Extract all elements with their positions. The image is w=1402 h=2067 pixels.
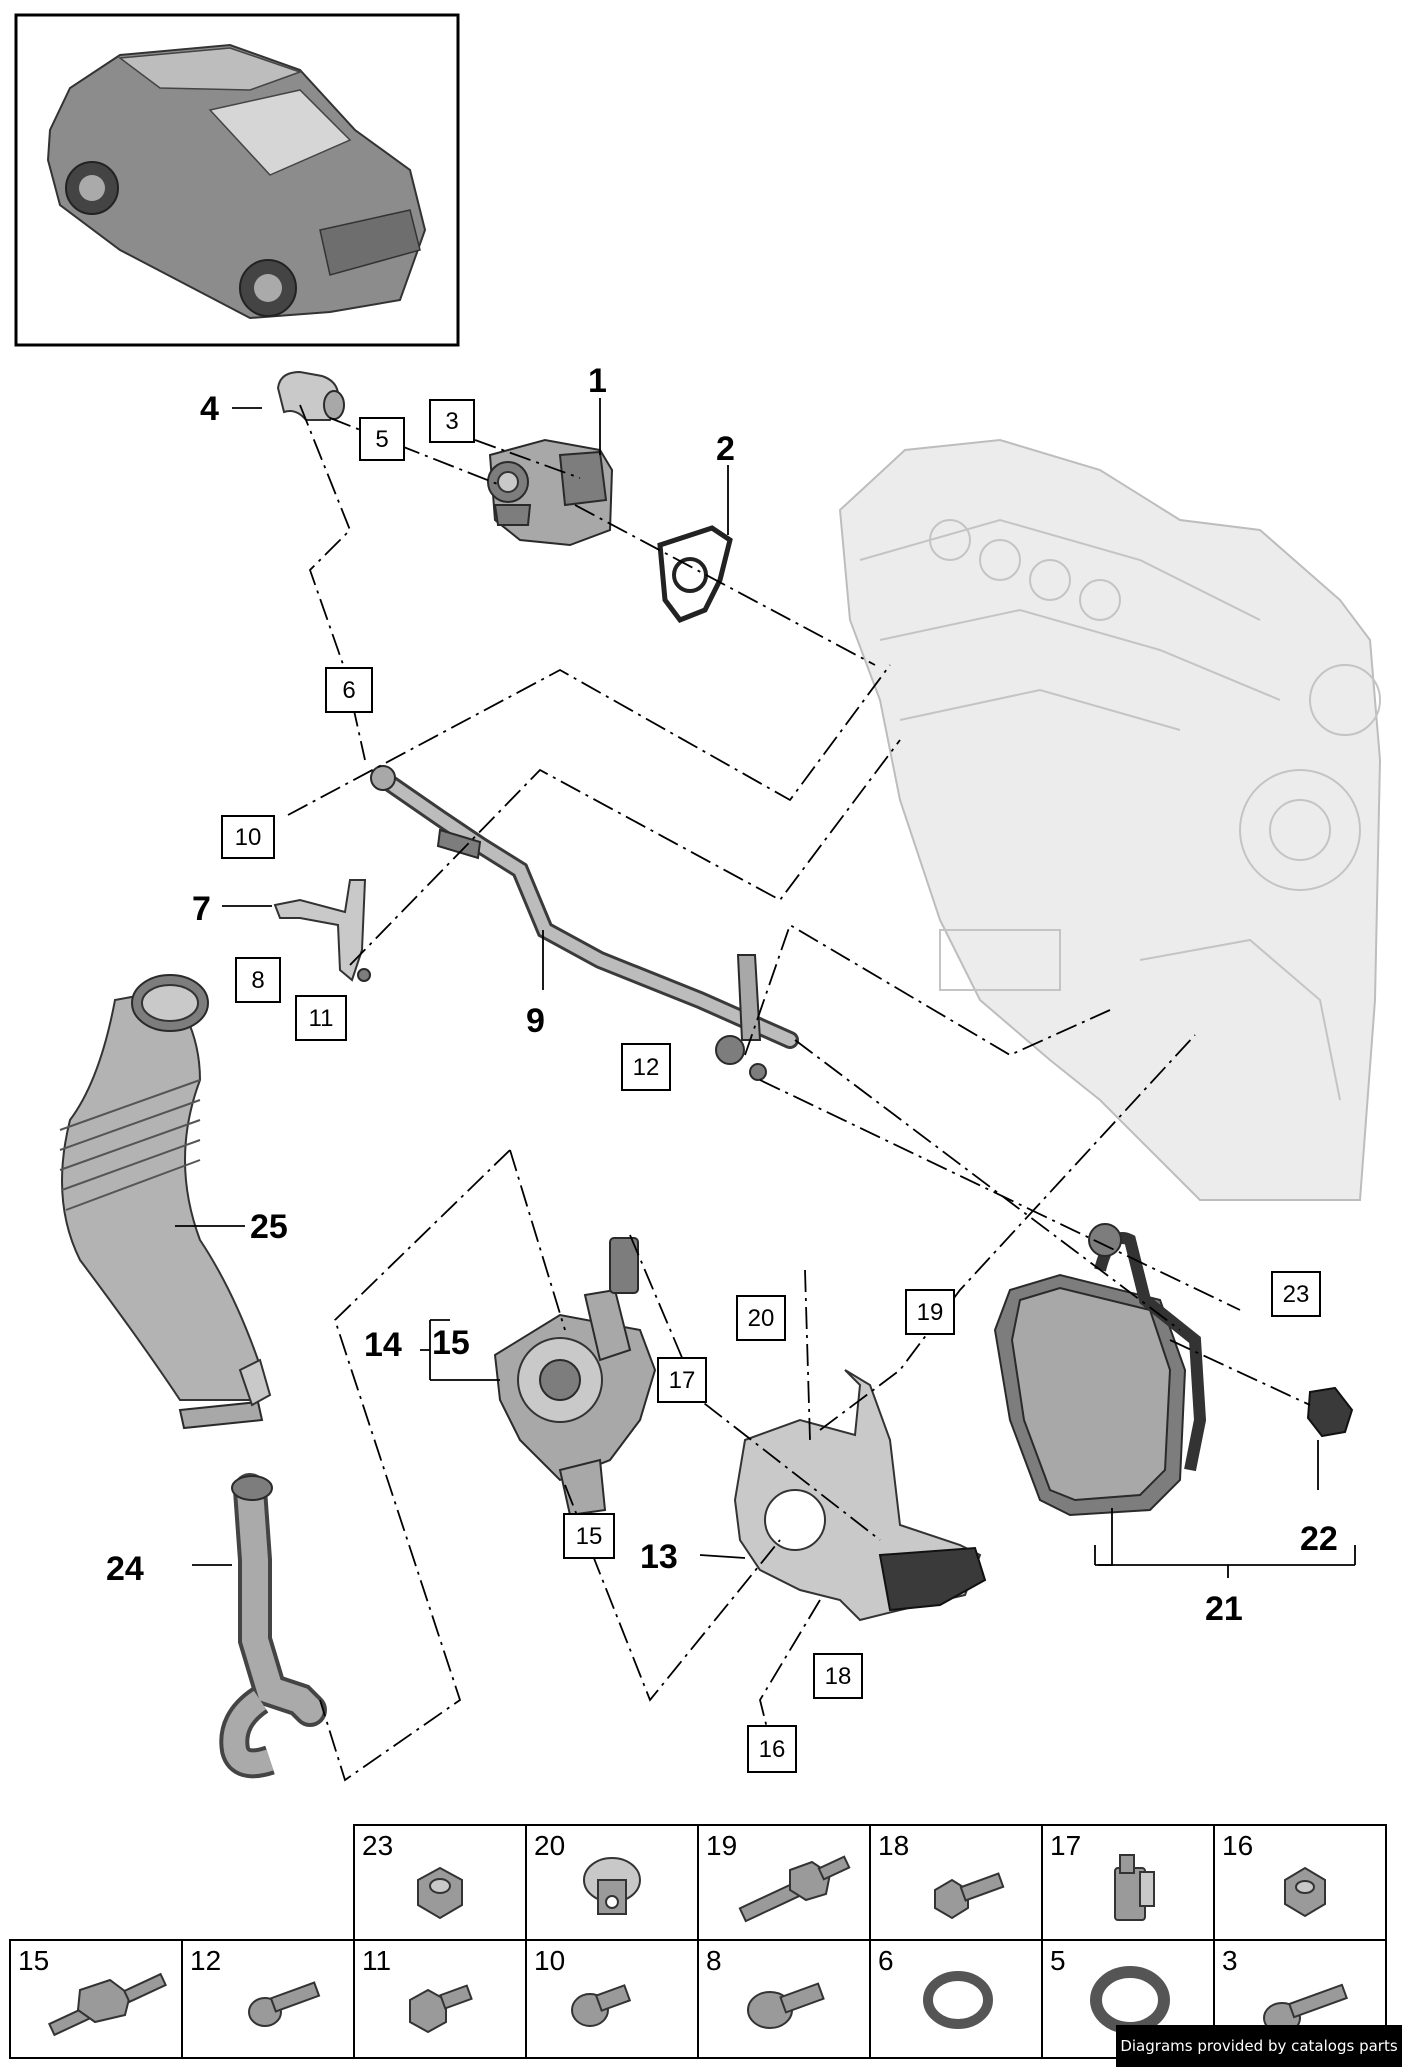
hex-bolt-icon-11: [409, 1984, 473, 2034]
boxed-callout-5: 5: [359, 417, 405, 461]
svg-text:11: 11: [309, 1005, 334, 1032]
svg-text:15: 15: [576, 1523, 603, 1550]
callout-14: 14: [364, 1326, 402, 1364]
vehicle-thumbnail: [14, 13, 460, 347]
hw-label-5: 5: [1050, 1945, 1066, 1976]
svg-text:8: 8: [251, 967, 264, 994]
svg-text:18: 18: [825, 1663, 852, 1690]
part-9-pipe: [370, 765, 799, 1081]
boxed-callout-11: 11: [295, 995, 347, 1041]
hw-label-6: 6: [878, 1945, 894, 1976]
boxed-callout-6: 6: [325, 667, 373, 713]
boxed-callout-3: 3: [429, 399, 475, 443]
part-25-intake-hose: [59, 974, 272, 1430]
callout-9: 9: [526, 1002, 545, 1040]
hex-nut-icon: [417, 1866, 463, 1920]
callout-15: 15: [432, 1324, 470, 1362]
hw-label-8: 8: [706, 1945, 722, 1976]
callout-7: 7: [192, 890, 211, 928]
hw-label-17: 17: [1050, 1830, 1081, 1861]
hw-label-15: 15: [18, 1945, 49, 1976]
stud-icon-15: [48, 1972, 167, 2037]
boxed-callout-12: 12: [621, 1043, 671, 1091]
callout-21: 21: [1205, 1590, 1243, 1628]
svg-text:10: 10: [235, 824, 262, 851]
hw-label-19: 19: [706, 1830, 737, 1861]
part-4-elbow: [276, 370, 345, 421]
hw-label-20: 20: [534, 1830, 565, 1861]
boxed-callout-8: 8: [235, 957, 281, 1003]
part-21-module: [993, 1223, 1207, 1517]
hw-label-16: 16: [1222, 1830, 1253, 1861]
part-2-gasket: [657, 525, 733, 624]
engine-block: [838, 438, 1382, 1201]
part-13-bracket: [733, 1369, 987, 1622]
stud-bolt-icon: [738, 1855, 851, 1923]
part-24-hose: [219, 1473, 327, 1779]
callout-13: 13: [640, 1538, 678, 1576]
leader-lines: [175, 398, 1356, 1578]
hw-label-3: 3: [1222, 1945, 1238, 1976]
hardware-table: 23 20 19 18 17 16 15 12 11 10 8 6 5 3: [9, 1824, 1387, 2059]
callout-24: 24: [106, 1550, 144, 1588]
clip-icon: [1114, 1854, 1155, 1921]
boxed-callout-19: 19: [905, 1289, 955, 1335]
credit-banner: Diagrams provided by catalogs parts: [1116, 2025, 1402, 2067]
boxed-callout-18: 18: [813, 1653, 863, 1699]
flange-nut-icon: [583, 1857, 641, 1915]
hw-label-12: 12: [190, 1945, 221, 1976]
boxed-callout-17: 17: [657, 1357, 707, 1403]
part-22-sensor: [1306, 1386, 1354, 1438]
assembly-lines: [287, 404, 1311, 1782]
part-14-vacuum-pump: [493, 1237, 657, 1517]
boxed-callout-15: 15: [563, 1513, 615, 1559]
boxed-callout-20: 20: [736, 1295, 786, 1341]
hose-clamp-icon-6: [923, 1971, 993, 2029]
part-7-bracket: [273, 879, 371, 982]
callout-4: 4: [200, 390, 219, 428]
boxed-callouts: 3 5 6 10 8 11 12 20 19 23 17 15 18 16: [221, 399, 1321, 1773]
boxed-callout-10: 10: [221, 815, 275, 859]
boxed-callout-23: 23: [1271, 1271, 1321, 1317]
callout-2: 2: [716, 430, 735, 468]
svg-text:12: 12: [633, 1054, 660, 1081]
svg-text:17: 17: [669, 1367, 696, 1394]
flange-bolt-icon-8: [747, 1982, 825, 2029]
torx-bolt-icon-12: [248, 1981, 321, 2027]
svg-text:5: 5: [375, 426, 388, 453]
svg-text:20: 20: [748, 1305, 775, 1332]
hw-label-10: 10: [534, 1945, 565, 1976]
callout-25: 25: [250, 1208, 288, 1246]
svg-text:19: 19: [917, 1299, 944, 1326]
hex-bolt-icon: [934, 1872, 1005, 1920]
hw-label-11: 11: [362, 1945, 391, 1976]
part-1-valve: [487, 438, 614, 547]
callout-numbers: 4 1 2 7 9 25 14 15 24 13 22 21: [106, 362, 1338, 1628]
boxed-callout-16: 16: [747, 1725, 797, 1773]
svg-text:16: 16: [759, 1736, 786, 1763]
hw-label-23: 23: [362, 1830, 393, 1861]
svg-text:6: 6: [342, 677, 355, 704]
svg-text:23: 23: [1283, 1281, 1310, 1308]
svg-text:3: 3: [445, 408, 458, 435]
callout-22: 22: [1300, 1520, 1338, 1558]
hex-nut-icon-16: [1284, 1866, 1326, 1918]
hw-label-18: 18: [878, 1830, 909, 1861]
callout-1: 1: [588, 362, 607, 400]
socket-bolt-icon-10: [571, 1984, 632, 2027]
